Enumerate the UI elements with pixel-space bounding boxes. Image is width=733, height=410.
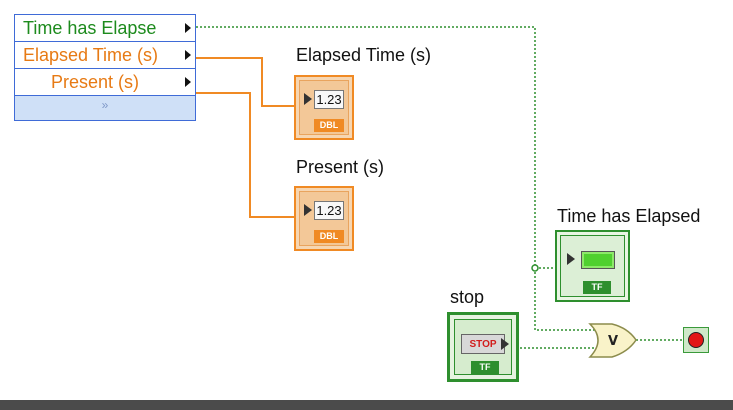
node-output-label: Time has Elapse: [23, 18, 157, 38]
expand-chevron-icon: »: [101, 98, 109, 112]
datatype-badge: TF: [583, 281, 611, 294]
wire-time-elapsed: [192, 26, 598, 331]
elapsed-time-label: Elapsed Time (s): [296, 45, 432, 65]
datatype-badge: DBL: [314, 230, 344, 243]
horizontal-scrollbar[interactable]: [0, 400, 733, 410]
indicator-body: 1.23 DBL: [299, 80, 349, 135]
node-output-present[interactable]: Present (s): [15, 69, 195, 96]
wire-elapsed-time: [190, 57, 298, 107]
stop-label: stop: [450, 287, 485, 307]
present-indicator[interactable]: 1.23 DBL: [294, 186, 354, 251]
led-icon: [581, 251, 615, 269]
output-arrow-icon: [185, 50, 191, 60]
input-arrow-icon: [304, 204, 312, 216]
indicator-body: TF: [560, 235, 625, 297]
indicator-body: 1.23 DBL: [299, 191, 349, 246]
or-gate-symbol: V: [608, 334, 618, 349]
numeric-value: 1.23: [314, 201, 344, 220]
or-gate: [588, 323, 637, 358]
input-arrow-icon: [567, 253, 575, 265]
node-output-label: Elapsed Time (s): [23, 45, 159, 65]
node-output-label: Present (s): [51, 72, 140, 92]
output-arrow-icon: [501, 338, 509, 350]
stop-button[interactable]: STOP: [461, 334, 505, 354]
node-output-time-has-elapsed[interactable]: Time has Elapse: [15, 15, 195, 42]
loop-condition-terminal[interactable]: [683, 327, 709, 353]
node-expander[interactable]: »: [15, 96, 195, 120]
elapsed-time-express-vi[interactable]: Time has Elapse Elapsed Time (s) Present…: [14, 14, 196, 121]
datatype-badge: TF: [471, 361, 499, 374]
elapsed-time-indicator[interactable]: 1.23 DBL: [294, 75, 354, 140]
datatype-badge: DBL: [314, 119, 344, 132]
stop-control[interactable]: STOP TF: [447, 312, 519, 382]
wire-present: [190, 92, 298, 218]
node-output-elapsed-time[interactable]: Elapsed Time (s): [15, 42, 195, 69]
input-arrow-icon: [304, 93, 312, 105]
present-label: Present (s): [296, 157, 385, 177]
output-arrow-icon: [185, 23, 191, 33]
numeric-value: 1.23: [314, 90, 344, 109]
output-arrow-icon: [185, 77, 191, 87]
wire-junction: [531, 264, 539, 272]
stop-sign-icon: [688, 332, 704, 348]
time-has-elapsed-label: Time has Elapsed: [557, 206, 701, 226]
control-body: STOP TF: [454, 319, 512, 375]
time-has-elapsed-indicator[interactable]: TF: [555, 230, 630, 302]
